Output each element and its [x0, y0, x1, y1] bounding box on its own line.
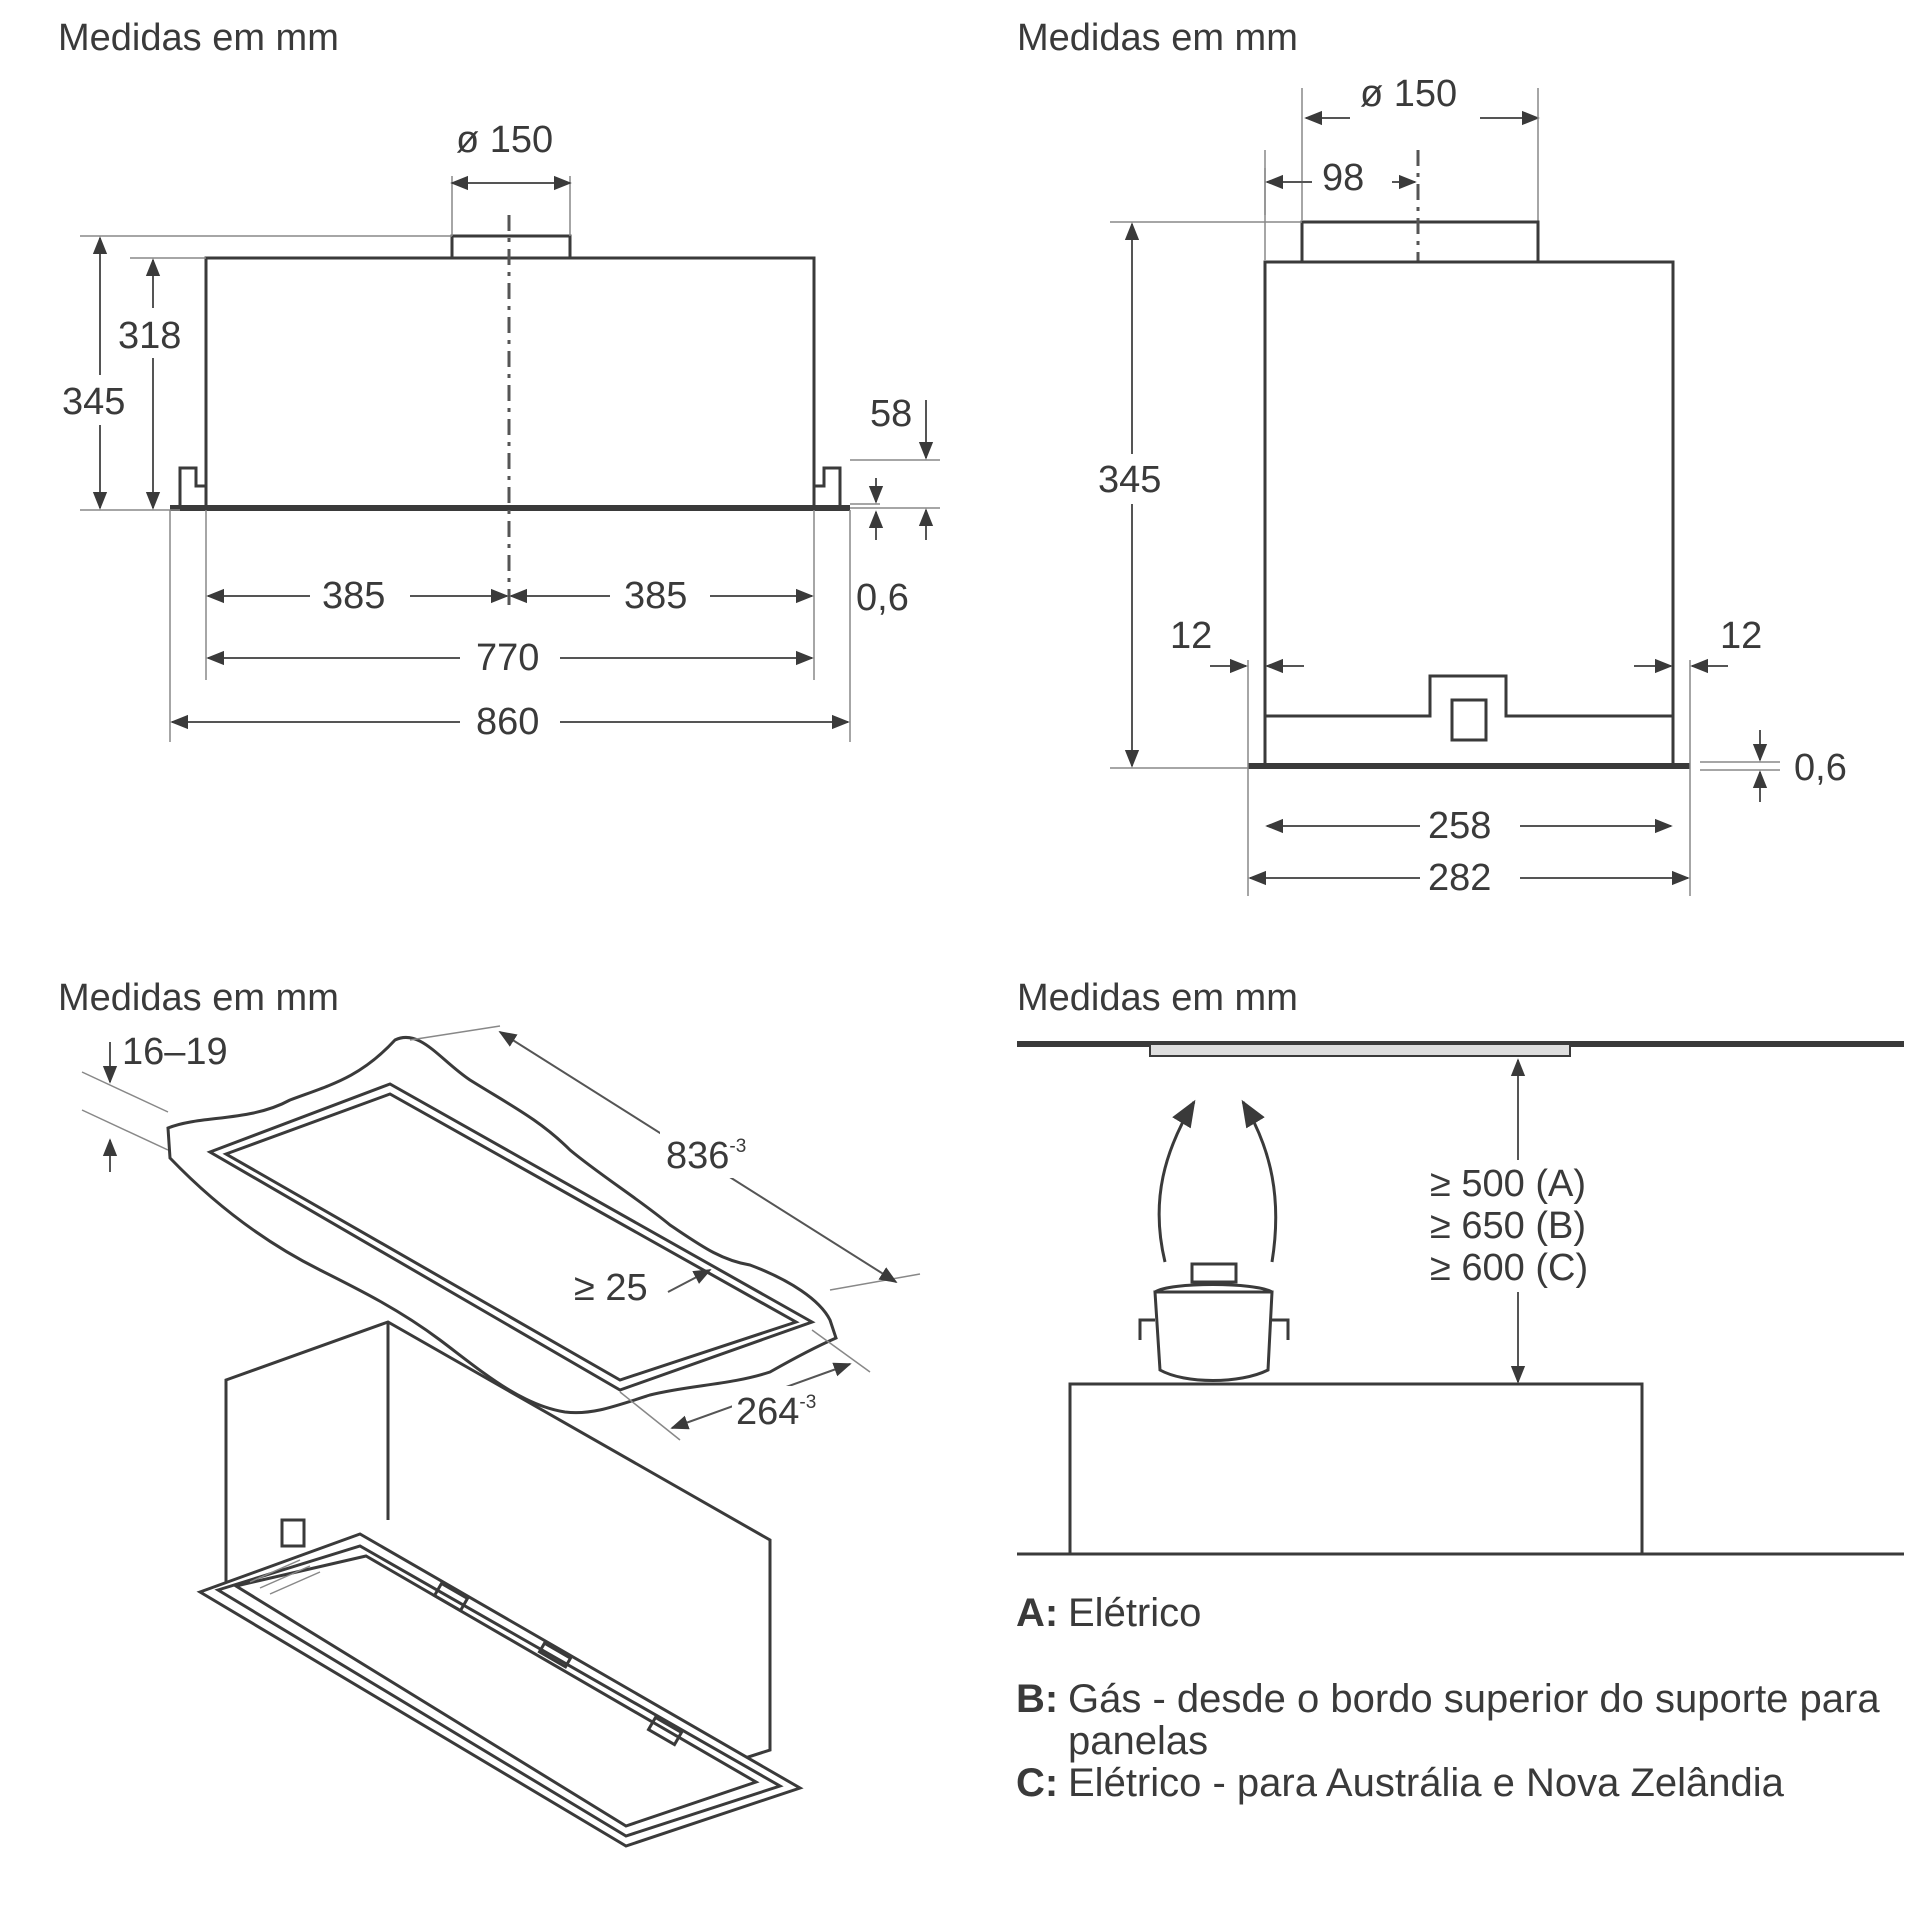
front-height-outer-label: 345: [62, 381, 125, 423]
side-inner-width-label: 258: [1428, 805, 1491, 847]
hood-control-left: [432, 1581, 470, 1613]
front-bracket-right: [814, 466, 842, 505]
clearance-title: Medidas em mm: [1017, 977, 1298, 1019]
front-bracket-left: [178, 466, 206, 505]
clearance-b-label: ≥ 650 (B): [1430, 1205, 1586, 1247]
side-gap-right-label: 12: [1720, 615, 1762, 657]
side-filter-latch: [1450, 698, 1488, 742]
side-duct-outlet: [1300, 220, 1540, 264]
legend-item-b: B: Gás - desde o bordo superior do supor…: [1016, 1678, 1906, 1762]
front-duct-label: ø 150: [456, 119, 553, 161]
cutout-length-label: 836-3: [666, 1135, 746, 1177]
side-view-title: Medidas em mm: [1017, 17, 1298, 59]
front-view-panel: Medidas em mm ø 150 345 318 58: [54, 17, 940, 744]
side-offset-label: 98: [1322, 157, 1364, 199]
front-height-inner-label: 318: [118, 315, 181, 357]
clearance-legend: A: Elétrico B: Gás - desde o bordo super…: [1016, 1592, 1906, 1804]
hood-underside-frame: [196, 1532, 804, 1848]
clearance-panel: Medidas em mm ≥ 500 (A) ≥ 650 (B) ≥ 600 …: [1017, 977, 1904, 1556]
front-duct-outlet: [450, 234, 572, 260]
hood-bracket: [280, 1518, 306, 1548]
side-view-panel: Medidas em mm ø 150 98 345 12: [1017, 17, 1847, 900]
legend-text-a: Elétrico: [1068, 1591, 1202, 1635]
hood-control-right: [646, 1715, 684, 1747]
front-thickness-label: 0,6: [856, 577, 909, 619]
front-inner-width-label: 770: [476, 637, 539, 679]
side-duct-label: ø 150: [1360, 73, 1457, 115]
cutout-margin-label: ≥ 25: [574, 1267, 648, 1309]
hood-display: [537, 1641, 573, 1669]
cooking-pot: [1153, 1290, 1274, 1382]
cutout-board-label: 16–19: [122, 1031, 228, 1073]
clearance-a-label: ≥ 500 (A): [1430, 1163, 1586, 1205]
steam-arrow-left: [1157, 1099, 1196, 1263]
legend-text-c: Elétrico - para Austrália e Nova Zelândi…: [1068, 1761, 1784, 1805]
front-outer-width-label: 860: [476, 701, 539, 743]
side-gap-left-label: 12: [1170, 615, 1212, 657]
side-thickness-label: 0,6: [1794, 747, 1847, 789]
legend-key-b: B:: [1016, 1677, 1059, 1721]
legend-key-c: C:: [1016, 1761, 1059, 1805]
cutout-panel: Medidas em mm 16–19 836-3 ≥ 25 264-3: [58, 977, 921, 1848]
cutout-depth-label: 264-3: [736, 1391, 816, 1433]
legend-text-b: Gás - desde o bordo superior do suporte …: [1068, 1677, 1880, 1763]
ceiling-board: [166, 1035, 838, 1415]
steam-arrow-right: [1241, 1099, 1278, 1263]
legend-item-c: C: Elétrico - para Austrália e Nova Zelâ…: [1016, 1762, 1906, 1804]
front-half-left-label: 385: [322, 575, 385, 617]
front-half-right-label: 385: [624, 575, 687, 617]
front-lip-label: 58: [870, 393, 912, 435]
legend-key-a: A:: [1016, 1591, 1059, 1635]
pot-lid-handle: [1190, 1262, 1238, 1284]
side-height-label: 345: [1098, 459, 1161, 501]
hob-counter: [1068, 1382, 1644, 1556]
cutout-opening: [206, 1082, 816, 1392]
cutout-title: Medidas em mm: [58, 977, 339, 1019]
legend-item-a: A: Elétrico: [1016, 1592, 1906, 1634]
front-view-title: Medidas em mm: [58, 17, 339, 59]
hood-in-ceiling: [1149, 1043, 1571, 1057]
clearance-c-label: ≥ 600 (C): [1430, 1247, 1588, 1289]
side-housing: [1263, 260, 1675, 768]
side-inner-bracket: [1265, 674, 1673, 718]
side-outer-width-label: 282: [1428, 857, 1491, 899]
